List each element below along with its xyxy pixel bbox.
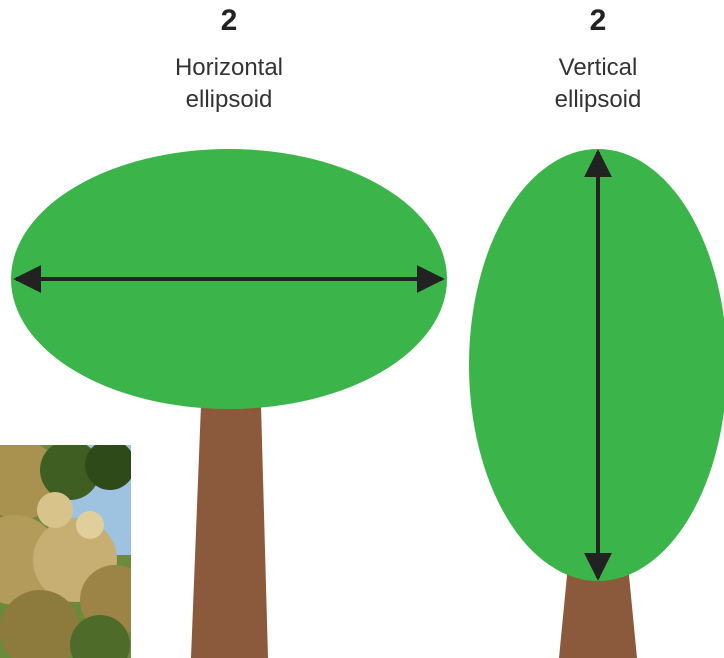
shape-title-line1: Horizontal xyxy=(129,52,329,84)
vertical-ellipsoid-label: 2 Vertical ellipsoid xyxy=(498,4,698,116)
shape-number: 2 xyxy=(498,4,698,38)
shape-title-line2: ellipsoid xyxy=(498,84,698,116)
tree-trunk xyxy=(191,405,268,658)
vertical-ellipsoid-tree xyxy=(469,149,724,658)
shape-number: 2 xyxy=(129,4,329,38)
shape-title-line1: Vertical xyxy=(498,52,698,84)
shape-title-line2: ellipsoid xyxy=(129,84,329,116)
horizontal-ellipsoid-label: 2 Horizontal ellipsoid xyxy=(129,4,329,116)
tree-photo-icon xyxy=(0,440,150,658)
